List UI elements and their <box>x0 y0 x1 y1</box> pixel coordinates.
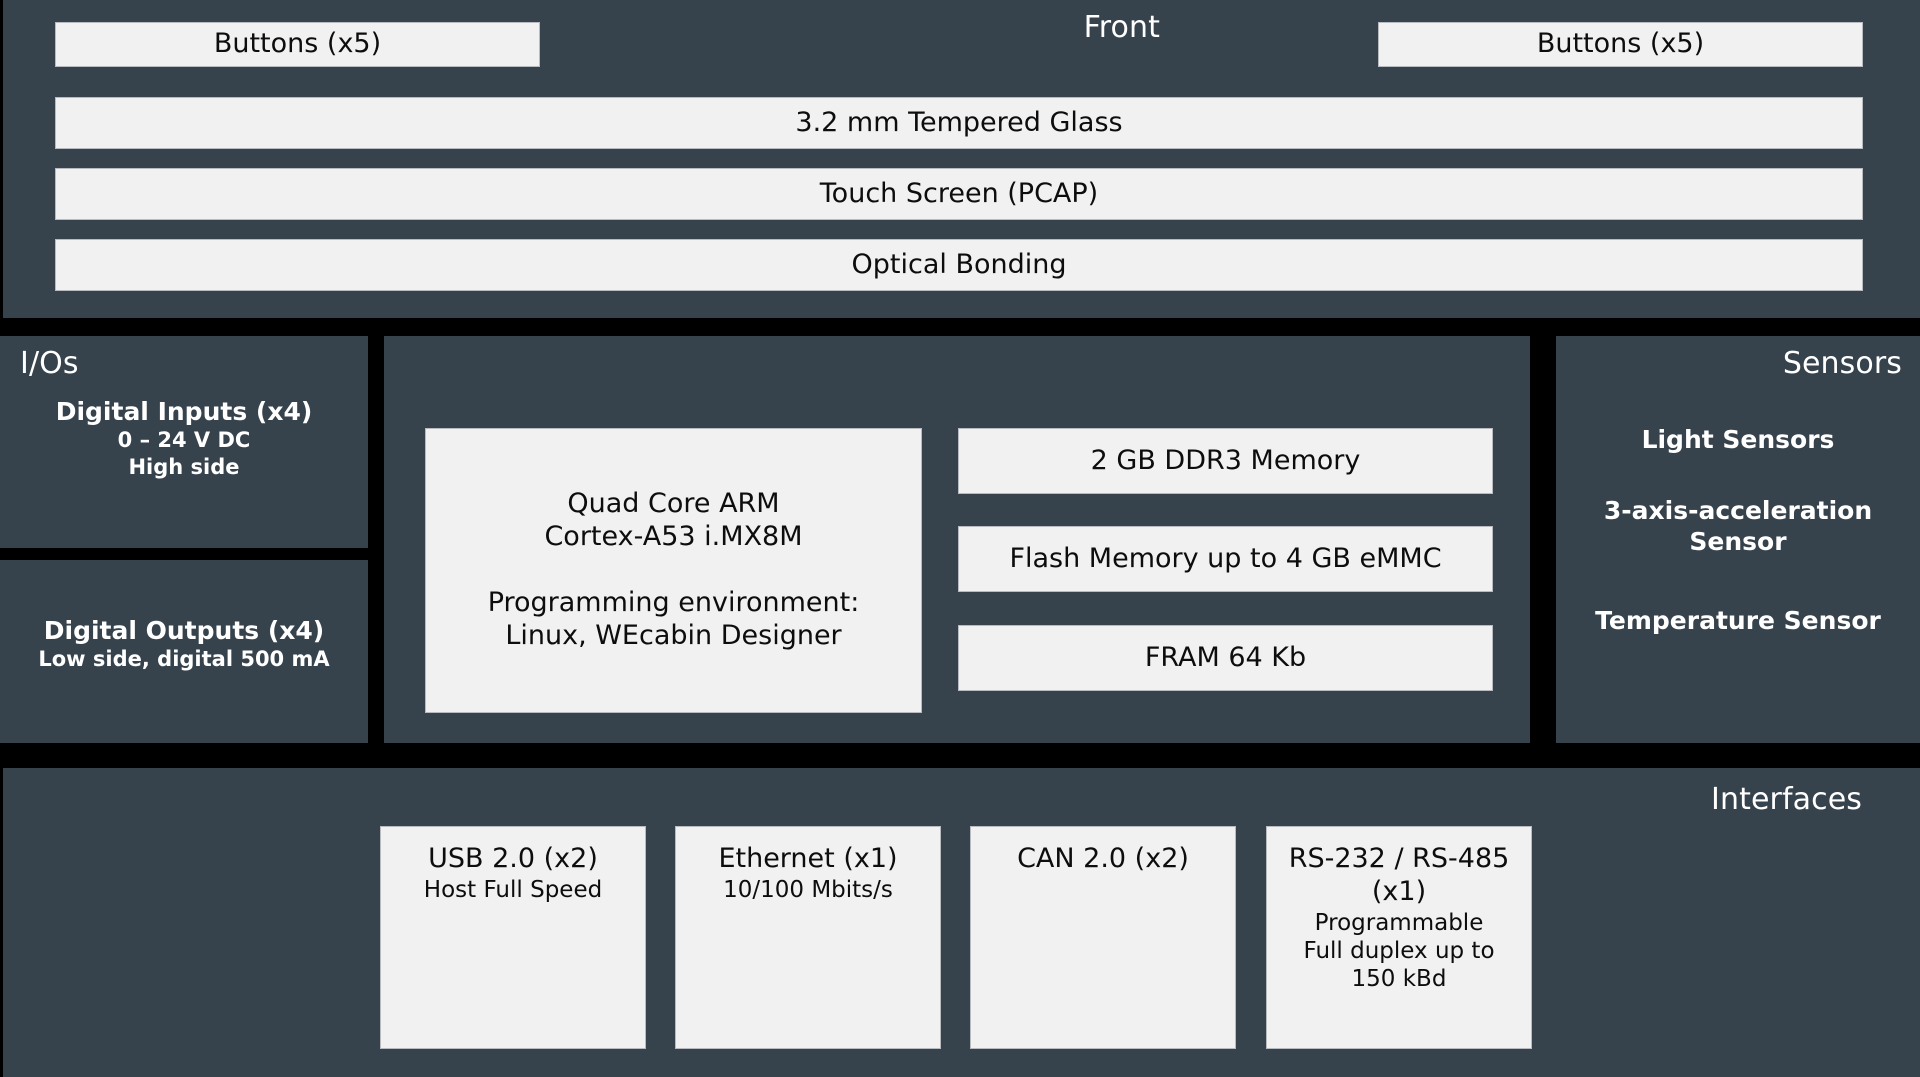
memory-box-flash: Flash Memory up to 4 GB eMMC <box>958 526 1493 592</box>
buttons-left-label: Buttons (x5) <box>213 28 382 60</box>
interface-ethernet-sub1: 10/100 Mbits/s <box>723 876 893 903</box>
buttons-right-label: Buttons (x5) <box>1536 28 1705 60</box>
touch-screen-label: Touch Screen (PCAP) <box>819 177 1099 209</box>
digital-inputs-text: Digital Inputs (x4) 0 – 24 V DC High sid… <box>0 396 368 480</box>
optical-bonding-label: Optical Bonding <box>851 248 1067 280</box>
cpu-line4: Linux, WEcabin Designer <box>505 619 842 651</box>
interface-can-box: CAN 2.0 (x2) <box>970 826 1236 1049</box>
interfaces-panel: Interfaces <box>3 768 1920 1077</box>
memory-fram-label: FRAM 64 Kb <box>1144 641 1307 673</box>
interfaces-panel-title: Interfaces <box>1711 782 1862 817</box>
interface-serial-box: RS-232 / RS-485 (x1) Programmable Full d… <box>1266 826 1532 1049</box>
cpu-line2: Cortex-A53 i.MX8M <box>544 521 803 553</box>
digital-outputs-line1: Low side, digital 500 mA <box>38 647 330 672</box>
interface-usb-sub1: Host Full Speed <box>423 876 603 903</box>
buttons-right-box: Buttons (x5) <box>1378 22 1863 67</box>
ios-inputs-panel: I/Os Digital Inputs (x4) 0 – 24 V DC Hig… <box>0 336 368 548</box>
touch-screen-box: Touch Screen (PCAP) <box>55 168 1863 220</box>
sensor-acceleration-label-line2: Sensor <box>1689 527 1787 557</box>
sensor-temperature: Temperature Sensor <box>1556 605 1920 636</box>
ios-panel-title: I/Os <box>20 346 79 381</box>
cpu-box: Quad Core ARM Cortex-A53 i.MX8M Programm… <box>425 428 922 713</box>
interface-serial-sub3: 150 kBd <box>1351 965 1447 992</box>
memory-flash-label: Flash Memory up to 4 GB eMMC <box>1009 542 1442 574</box>
digital-outputs-text: Digital Outputs (x4) Low side, digital 5… <box>0 615 368 673</box>
digital-inputs-line1: 0 – 24 V DC <box>117 428 251 453</box>
interface-serial-title-line1: RS-232 / RS-485 <box>1288 843 1510 874</box>
interface-serial-sub2: Full duplex up to <box>1303 937 1495 964</box>
sensor-acceleration-label-line1: 3-axis-acceleration <box>1603 496 1873 525</box>
sensors-panel: Sensors <box>1556 336 1920 743</box>
sensor-light: Light Sensors <box>1556 424 1920 455</box>
memory-box-ddr3: 2 GB DDR3 Memory <box>958 428 1493 494</box>
interface-can-title: CAN 2.0 (x2) <box>1017 843 1189 874</box>
interface-usb-title: USB 2.0 (x2) <box>428 843 598 874</box>
digital-inputs-title: Digital Inputs (x4) <box>55 397 313 426</box>
interface-usb-box: USB 2.0 (x2) Host Full Speed <box>380 826 646 1049</box>
interface-ethernet-box: Ethernet (x1) 10/100 Mbits/s <box>675 826 941 1049</box>
sensor-light-label: Light Sensors <box>1641 425 1835 454</box>
tempered-glass-label: 3.2 mm Tempered Glass <box>795 106 1123 138</box>
interface-serial-sub1: Programmable <box>1314 909 1484 936</box>
digital-outputs-title: Digital Outputs (x4) <box>43 616 325 645</box>
sensors-panel-title: Sensors <box>1782 346 1902 381</box>
buttons-left-box: Buttons (x5) <box>55 22 540 67</box>
interface-serial-title-line2: (x1) <box>1371 875 1427 907</box>
cpu-line3: Programming environment: <box>487 586 860 618</box>
interface-ethernet-title: Ethernet (x1) <box>718 843 898 874</box>
memory-ddr3-label: 2 GB DDR3 Memory <box>1090 444 1361 476</box>
front-panel-title: Front <box>1083 10 1160 45</box>
digital-inputs-line2: High side <box>128 454 240 479</box>
memory-box-fram: FRAM 64 Kb <box>958 625 1493 691</box>
sensor-temperature-label: Temperature Sensor <box>1595 606 1881 635</box>
ios-outputs-panel: Digital Outputs (x4) Low side, digital 5… <box>0 560 368 743</box>
sensor-acceleration: 3-axis-acceleration Sensor <box>1556 495 1920 558</box>
optical-bonding-box: Optical Bonding <box>55 239 1863 291</box>
cpu-line1: Quad Core ARM <box>567 488 780 520</box>
tempered-glass-box: 3.2 mm Tempered Glass <box>55 97 1863 149</box>
